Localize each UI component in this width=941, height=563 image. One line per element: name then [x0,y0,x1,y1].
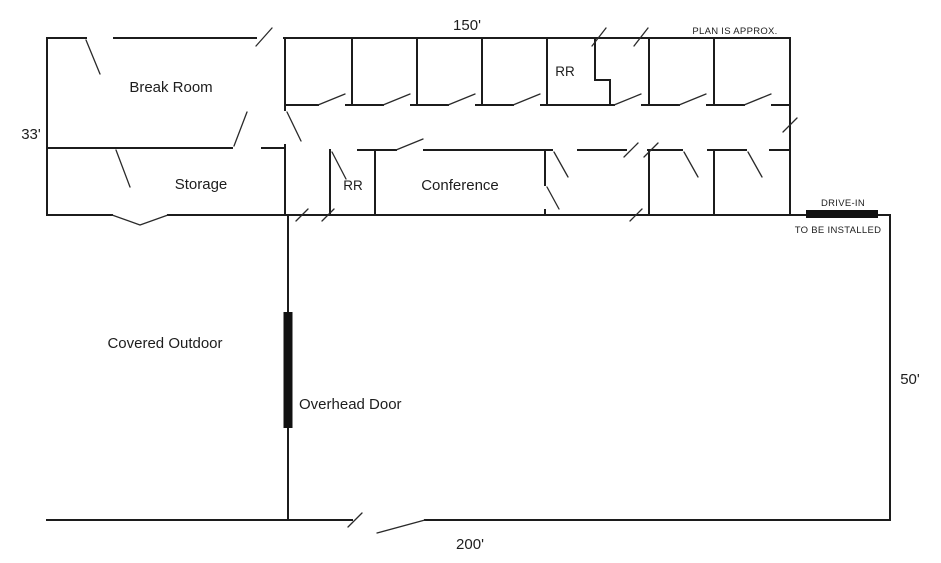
restroom-mid-label: RR [343,178,363,193]
overhead-door-bar [283,312,293,428]
walls [46,37,891,521]
overhead-door-label: Overhead Door [299,396,402,413]
drive-in-door-bar [806,210,878,218]
dimension-right: 50' [900,371,920,388]
break-room-label: Break Room [129,79,212,96]
dimension-left: 33' [21,126,41,143]
door-swings [85,27,798,534]
to-be-installed-label: TO BE INSTALLED [795,225,882,236]
dimension-top: 150' [453,17,481,34]
storage-label: Storage [175,176,228,193]
plan-approx-note: PLAN IS APPROX. [692,26,777,37]
restroom-top-label: RR [555,64,575,79]
covered-outdoor-label: Covered Outdoor [107,335,222,352]
dimension-bottom: 200' [456,536,484,553]
door-swing-lines [85,27,798,534]
wall-lines [46,37,891,521]
drive-in-label: DRIVE-IN [821,198,865,209]
conference-label: Conference [421,177,499,194]
labels: 150' PLAN IS APPROX. Break Room 33' RR S… [21,17,920,553]
